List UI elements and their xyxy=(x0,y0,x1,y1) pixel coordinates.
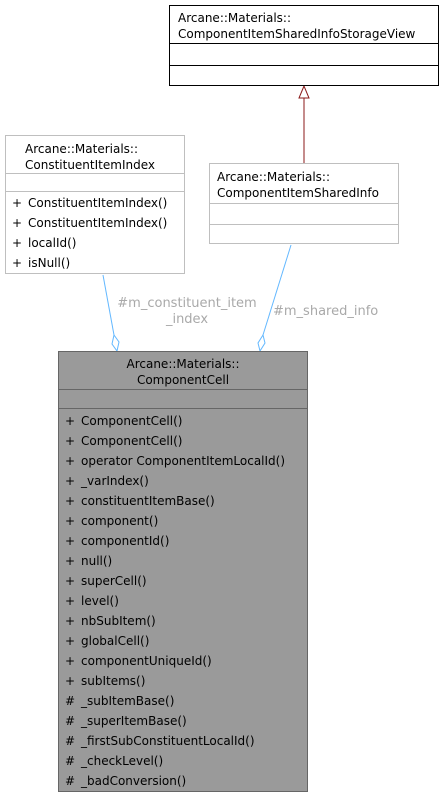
edge-label-constituent-item-index: #m_constituent_item _index xyxy=(117,296,257,327)
method-item[interactable]: #_firstSubConstituentLocalId() xyxy=(65,734,255,748)
class-title-line-1: Arcane::Materials:: xyxy=(126,357,240,371)
method-item[interactable]: +isNull() xyxy=(12,256,71,270)
method-item[interactable]: +localId() xyxy=(12,236,77,250)
shared-aggregation-diamond xyxy=(257,333,266,353)
method-item[interactable]: +constituentItemBase() xyxy=(65,494,215,508)
constituent-association-edge xyxy=(102,274,115,336)
class-title-line-2: ComponentCell xyxy=(136,373,230,387)
class-title-line-1: Arcane::Materials:: xyxy=(217,170,330,184)
class-title-line-2: ComponentItemSharedInfoStorageView xyxy=(178,27,416,41)
method-item[interactable]: +subItems() xyxy=(65,674,146,688)
method-item[interactable]: #_checkLevel() xyxy=(65,754,164,768)
class-title-line-2: ComponentItemSharedInfo xyxy=(217,186,379,200)
method-item[interactable]: #_superItemBase() xyxy=(65,714,187,728)
methods-section: +ConstituentItemIndex() +ConstituentItem… xyxy=(6,191,184,273)
method-item[interactable]: +component() xyxy=(65,514,159,528)
attributes-section xyxy=(210,203,398,224)
method-item[interactable]: +null() xyxy=(65,554,113,568)
class-component-cell[interactable]: Arcane::Materials:: ComponentCell +Compo… xyxy=(58,351,308,792)
methods-section xyxy=(210,224,398,244)
attributes-section xyxy=(170,43,438,65)
attributes-section xyxy=(59,389,307,408)
methods-section xyxy=(170,65,438,86)
class-storage-view[interactable]: Arcane::Materials:: ComponentItemSharedI… xyxy=(169,5,439,86)
method-item[interactable]: +nbSubItem() xyxy=(65,614,156,628)
edge-label-shared-info: #m_shared_info xyxy=(273,304,379,319)
method-item[interactable]: +ConstituentItemIndex() xyxy=(12,216,168,230)
method-item[interactable]: +operator ComponentItemLocalId() xyxy=(65,454,286,468)
attributes-section xyxy=(6,173,184,191)
method-item[interactable]: +level() xyxy=(65,594,119,608)
method-item[interactable]: +componentId() xyxy=(65,534,170,548)
method-item[interactable]: +ComponentCell() xyxy=(65,434,183,448)
method-item[interactable]: #_badConversion() xyxy=(65,774,187,788)
method-item[interactable]: +superCell() xyxy=(65,574,147,588)
constituent-aggregation-diamond xyxy=(111,333,120,353)
method-item[interactable]: +_varIndex() xyxy=(65,474,149,488)
method-item[interactable]: +ComponentCell() xyxy=(65,414,183,428)
class-title-line-1: Arcane::Materials:: xyxy=(25,142,138,156)
method-item[interactable]: #_subItemBase() xyxy=(65,694,175,708)
method-item[interactable]: +componentUniqueId() xyxy=(65,654,212,668)
method-item[interactable]: +globalCell() xyxy=(65,634,150,648)
methods-section: +ComponentCell() +ComponentCell() +opera… xyxy=(59,408,307,791)
class-title-line-1: Arcane::Materials:: xyxy=(178,11,291,25)
inheritance-arrowhead xyxy=(298,84,310,99)
shared-association-edge xyxy=(262,244,292,336)
method-item[interactable]: +ConstituentItemIndex() xyxy=(12,196,168,210)
class-constituent-item-index[interactable]: Arcane::Materials:: ConstituentItemIndex… xyxy=(5,135,185,274)
class-component-item-shared-info[interactable]: Arcane::Materials:: ComponentItemSharedI… xyxy=(209,163,399,244)
class-title-line-2: ConstituentItemIndex xyxy=(25,158,155,172)
